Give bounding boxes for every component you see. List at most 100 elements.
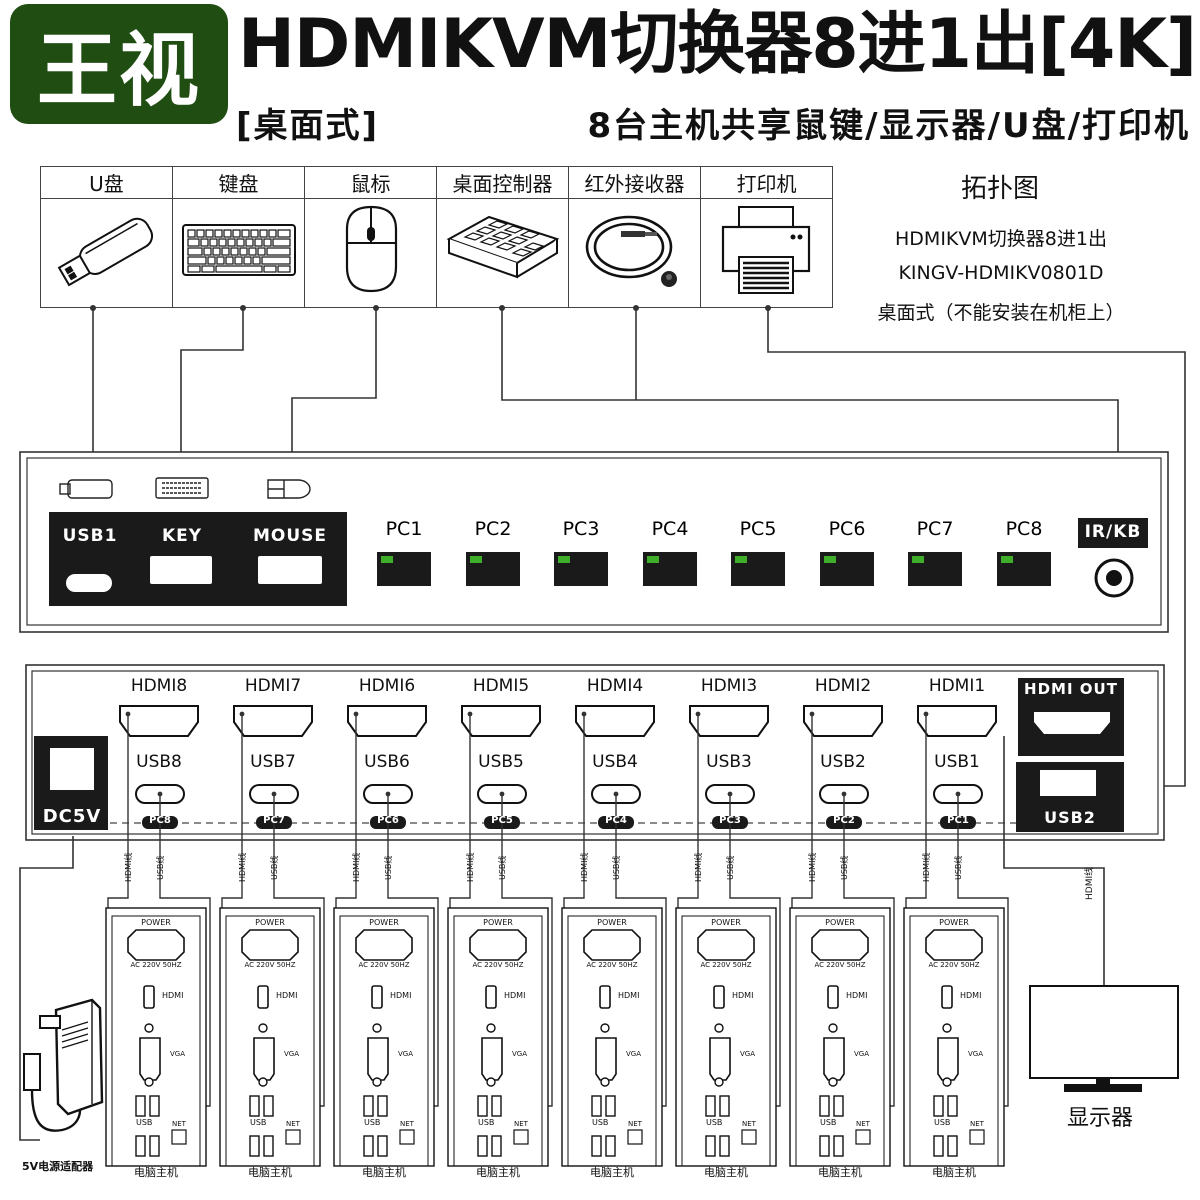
ac-label: AC 220V 50HZ	[358, 961, 410, 969]
usb2-label: USB2	[1044, 808, 1096, 827]
power-label: POWER	[711, 918, 741, 927]
computer-caption: 电脑主机	[932, 1166, 976, 1179]
pc-tag-label: PC2	[833, 815, 855, 826]
mouse-icon	[345, 205, 398, 293]
pc-tag-label: PC7	[263, 815, 285, 826]
hdmi-port-label: HDMI2	[814, 676, 872, 696]
hdmi-input-port	[119, 705, 199, 737]
pc-button-6	[820, 552, 874, 586]
pc-button-4	[643, 552, 697, 586]
kvm-front-panel	[19, 451, 1169, 633]
subtitle-left: [桌面式]	[236, 106, 380, 146]
device-label: 键盘	[173, 167, 304, 199]
device-label: 红外接收器	[569, 167, 700, 199]
computer-tower-icon	[561, 907, 663, 1167]
usb-label: USB	[136, 1118, 153, 1127]
usb-port-label: USB2	[820, 752, 866, 772]
device-cell-mouse: 鼠标	[305, 167, 437, 307]
hdmi-out-label: HDMI OUT	[1024, 680, 1118, 698]
hdmi-cable-label: HDMI线	[352, 852, 361, 882]
usb-cable-label: USB线	[954, 855, 963, 880]
ir-kb-label: IR/KB	[1084, 522, 1142, 542]
topology-model-code: KINGV-HDMIKV0801D	[898, 262, 1104, 284]
device-cell-printer: 打印机	[701, 167, 832, 307]
power-label: POWER	[483, 918, 513, 927]
computer-array	[105, 907, 1005, 1167]
pc-button-1	[377, 552, 431, 586]
hdmi-port-label: HDMI4	[586, 676, 644, 696]
hdmi-label: HDMI	[162, 991, 184, 1000]
net-label: NET	[970, 1120, 984, 1128]
vga-label: VGA	[170, 1050, 186, 1058]
page-title: HDMIKVM切换器8进1出[4K]	[238, 5, 1197, 84]
printer-icon	[721, 206, 811, 294]
topology-model-name: HDMIKVM切换器8进1出	[895, 228, 1107, 250]
pc-tag-label: PC3	[719, 815, 741, 826]
device-label: 鼠标	[305, 167, 436, 199]
device-label: 桌面控制器	[437, 167, 568, 199]
key-port-label: KEY	[161, 526, 203, 546]
monitor-cable-label: HDMI线	[1085, 866, 1095, 900]
computer-tower-icon	[219, 907, 321, 1167]
pc-button-label: PC2	[474, 518, 512, 540]
desktop-controller-icon	[446, 215, 560, 279]
hdmi-input-port	[233, 705, 313, 737]
monitor-icon	[1003, 736, 1179, 1092]
computer-tower-icon	[789, 907, 891, 1167]
hdmi-port-label: HDMI1	[928, 676, 986, 696]
usb-port-label: USB1	[934, 752, 980, 772]
pc-tag-label: PC4	[605, 815, 627, 826]
hdmi-label: HDMI	[732, 991, 754, 1000]
computer-caption: 电脑主机	[704, 1166, 748, 1179]
keyboard-icon	[182, 224, 296, 276]
net-label: NET	[172, 1120, 186, 1128]
usb-label: USB	[706, 1118, 723, 1127]
power-label: POWER	[369, 918, 399, 927]
hdmi-cable-label: HDMI线	[808, 852, 817, 882]
usb1-port-label: USB1	[62, 526, 118, 546]
computer-tower-icon	[903, 907, 1005, 1167]
vga-label: VGA	[284, 1050, 300, 1058]
pc-button-label: PC8	[1005, 518, 1043, 540]
hdmi-label: HDMI	[390, 991, 412, 1000]
dc5v-label: DC5V	[42, 806, 102, 827]
hdmi-label: HDMI	[276, 991, 298, 1000]
usb-label: USB	[250, 1118, 267, 1127]
kvm-rear-panel	[25, 664, 1165, 841]
usb-label: USB	[820, 1118, 837, 1127]
pc-button-3	[554, 552, 608, 586]
usb-port-label: USB5	[478, 752, 524, 772]
usb-port-label: USB4	[592, 752, 638, 772]
hdmi-port-label: HDMI3	[700, 676, 758, 696]
usb-port-label: USB7	[250, 752, 296, 772]
hdmi-port-label: HDMI8	[130, 676, 188, 696]
pc-tag-label: PC8	[149, 815, 171, 826]
usb-cable-label: USB线	[498, 855, 507, 880]
hdmi-input-port	[917, 705, 997, 737]
net-label: NET	[742, 1120, 756, 1128]
vga-label: VGA	[512, 1050, 528, 1058]
hdmi-label: HDMI	[618, 991, 640, 1000]
pc-button-label: PC1	[385, 518, 423, 540]
computer-tower-icon	[447, 907, 549, 1167]
usb-label: USB	[592, 1118, 609, 1127]
vga-label: VGA	[398, 1050, 414, 1058]
device-cell-desktop-controller: 桌面控制器	[437, 167, 569, 307]
vga-label: VGA	[968, 1050, 984, 1058]
mouse-port-label: MOUSE	[252, 526, 328, 546]
topology-title: 拓扑图	[960, 174, 1039, 204]
hdmi-label: HDMI	[504, 991, 526, 1000]
pc-button-2	[466, 552, 520, 586]
topology-note: 桌面式（不能安装在机柜上）	[877, 302, 1125, 324]
hdmi-cable-label: HDMI线	[238, 852, 247, 882]
net-label: NET	[628, 1120, 642, 1128]
monitor-caption: 显示器	[1066, 1106, 1133, 1131]
ac-label: AC 220V 50HZ	[700, 961, 752, 969]
hdmi-port-label: HDMI5	[472, 676, 530, 696]
pc-button-8	[997, 552, 1051, 586]
device-cell-usb-drive: U盘	[41, 167, 173, 307]
pc-tag-label: PC1	[947, 815, 969, 826]
power-label: POWER	[939, 918, 969, 927]
usb-port-label: USB8	[136, 752, 182, 772]
